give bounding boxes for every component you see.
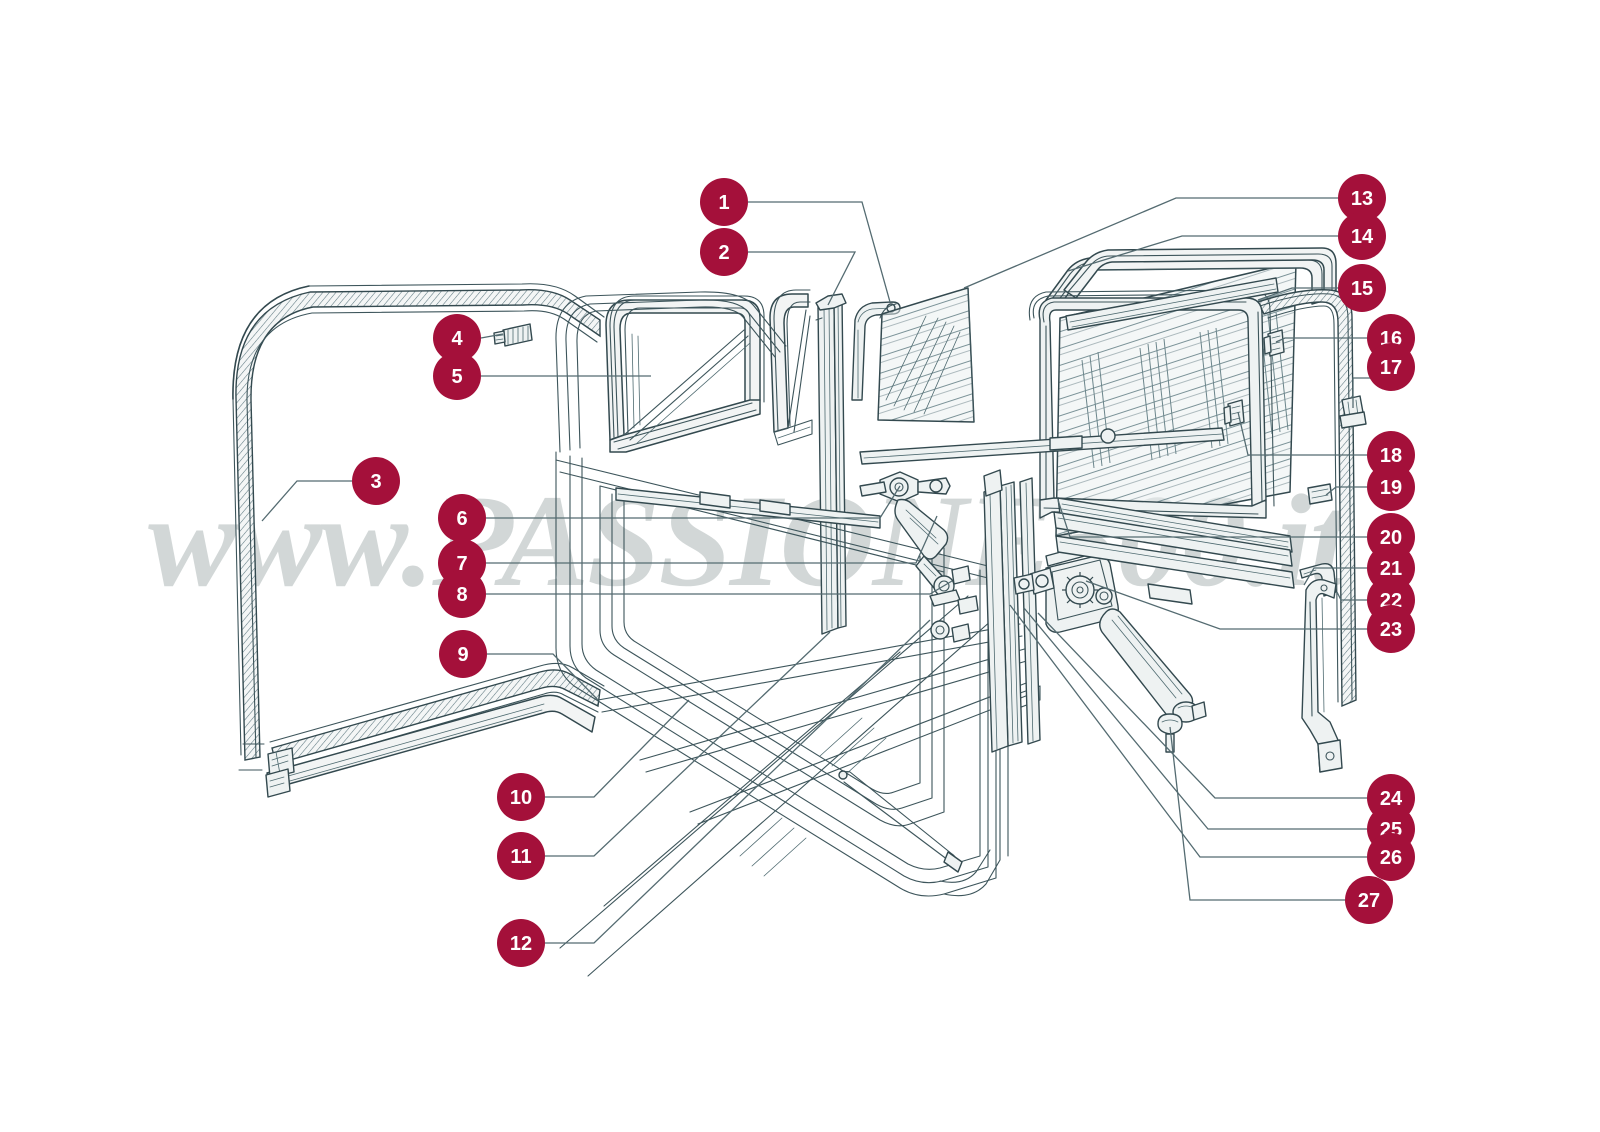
callout-badge-13[interactable]: 13: [1338, 174, 1386, 222]
badge-circle: [1338, 212, 1386, 260]
callout-badge-15[interactable]: 15: [1338, 264, 1386, 312]
callout-badge-1[interactable]: 1: [700, 178, 748, 226]
badge-number: 15: [1351, 278, 1373, 300]
badge-circle: [352, 457, 400, 505]
badge-circle: [433, 352, 481, 400]
badge-circle: [1367, 833, 1415, 881]
badge-circle: [497, 832, 545, 880]
belt-scraper-upper: [1065, 277, 1279, 331]
badge-number: 4: [451, 328, 463, 350]
badge-number: 9: [457, 644, 468, 666]
badge-number: 11: [510, 846, 531, 868]
badge-number: 10: [510, 787, 532, 809]
badge-number: 5: [451, 366, 462, 388]
badge-circle: [1367, 343, 1415, 391]
badge-circle: [497, 919, 545, 967]
glass-lift-bar: [859, 427, 1225, 465]
callout-badge-9[interactable]: 9: [439, 630, 487, 678]
glass-clip-upper: [1263, 329, 1285, 357]
badge-circle: [700, 228, 748, 276]
badge-circle: [438, 494, 486, 542]
callout-badge-23[interactable]: 23: [1367, 605, 1415, 653]
badge-number: 18: [1380, 445, 1402, 467]
badge-circle: [438, 570, 486, 618]
inner-belt-scraper: [1053, 497, 1293, 574]
badge-circle: [1345, 876, 1393, 924]
callout-badge-6[interactable]: 6: [438, 494, 486, 542]
glass-run-channel-front: [983, 469, 1041, 753]
callout-badge-26[interactable]: 26: [1367, 833, 1415, 881]
badge-number: 20: [1380, 527, 1402, 549]
callout-badge-14[interactable]: 14: [1338, 212, 1386, 260]
door-frame-seal: [232, 283, 605, 798]
callout-badge-12[interactable]: 12: [497, 919, 545, 967]
badge-circle: [1367, 605, 1415, 653]
callout-badge-8[interactable]: 8: [438, 570, 486, 618]
badge-number: 12: [510, 933, 532, 955]
badge-number: 8: [456, 584, 467, 606]
badge-number: 21: [1380, 558, 1402, 580]
callout-badge-5[interactable]: 5: [433, 352, 481, 400]
badge-circle: [1338, 264, 1386, 312]
glass-lift-rail: [1055, 535, 1295, 605]
badge-circle: [700, 178, 748, 226]
badge-number: 17: [1380, 357, 1402, 379]
badge-number: 14: [1351, 226, 1374, 248]
badge-number: 1: [718, 192, 729, 214]
badge-number: 7: [456, 553, 467, 575]
callout-badge-2[interactable]: 2: [700, 228, 748, 276]
callout-badges: 1234567891011121314151617181920212223242…: [352, 174, 1415, 967]
corner-bracket: [1339, 395, 1367, 429]
badge-circle: [497, 773, 545, 821]
badge-number: 3: [370, 471, 381, 493]
window-regulator: [1013, 543, 1207, 753]
leader-lines: [261, 197, 1375, 944]
badge-number: 23: [1380, 619, 1402, 641]
badge-number: 26: [1380, 847, 1402, 869]
rear-channel-bracket: [1301, 579, 1343, 773]
door-shell-upper-rails: [555, 291, 897, 453]
vent-pivot-lower: [929, 565, 979, 643]
badge-number: 2: [718, 242, 729, 264]
quarter-vent-frame-mid: [769, 289, 813, 446]
badge-circle: [439, 630, 487, 678]
badge-number: 27: [1358, 890, 1380, 912]
callout-badge-11[interactable]: 11: [497, 832, 545, 880]
callout-badge-10[interactable]: 10: [497, 773, 545, 821]
badge-number: 24: [1380, 788, 1403, 810]
callout-badge-27[interactable]: 27: [1345, 876, 1393, 924]
badge-number: 13: [1351, 188, 1373, 210]
vent-glass: [877, 287, 975, 423]
badge-number: 6: [456, 508, 467, 530]
badge-circle: [433, 314, 481, 362]
quarter-vent-frame-rear: [605, 295, 765, 453]
callout-badge-17[interactable]: 17: [1367, 343, 1415, 391]
callout-badge-19[interactable]: 19: [1367, 463, 1415, 511]
callout-badge-4[interactable]: 4: [433, 314, 481, 362]
callout-badge-3[interactable]: 3: [352, 457, 400, 505]
badge-circle: [1338, 174, 1386, 222]
badge-circle: [1367, 463, 1415, 511]
badge-number: 19: [1380, 477, 1402, 499]
